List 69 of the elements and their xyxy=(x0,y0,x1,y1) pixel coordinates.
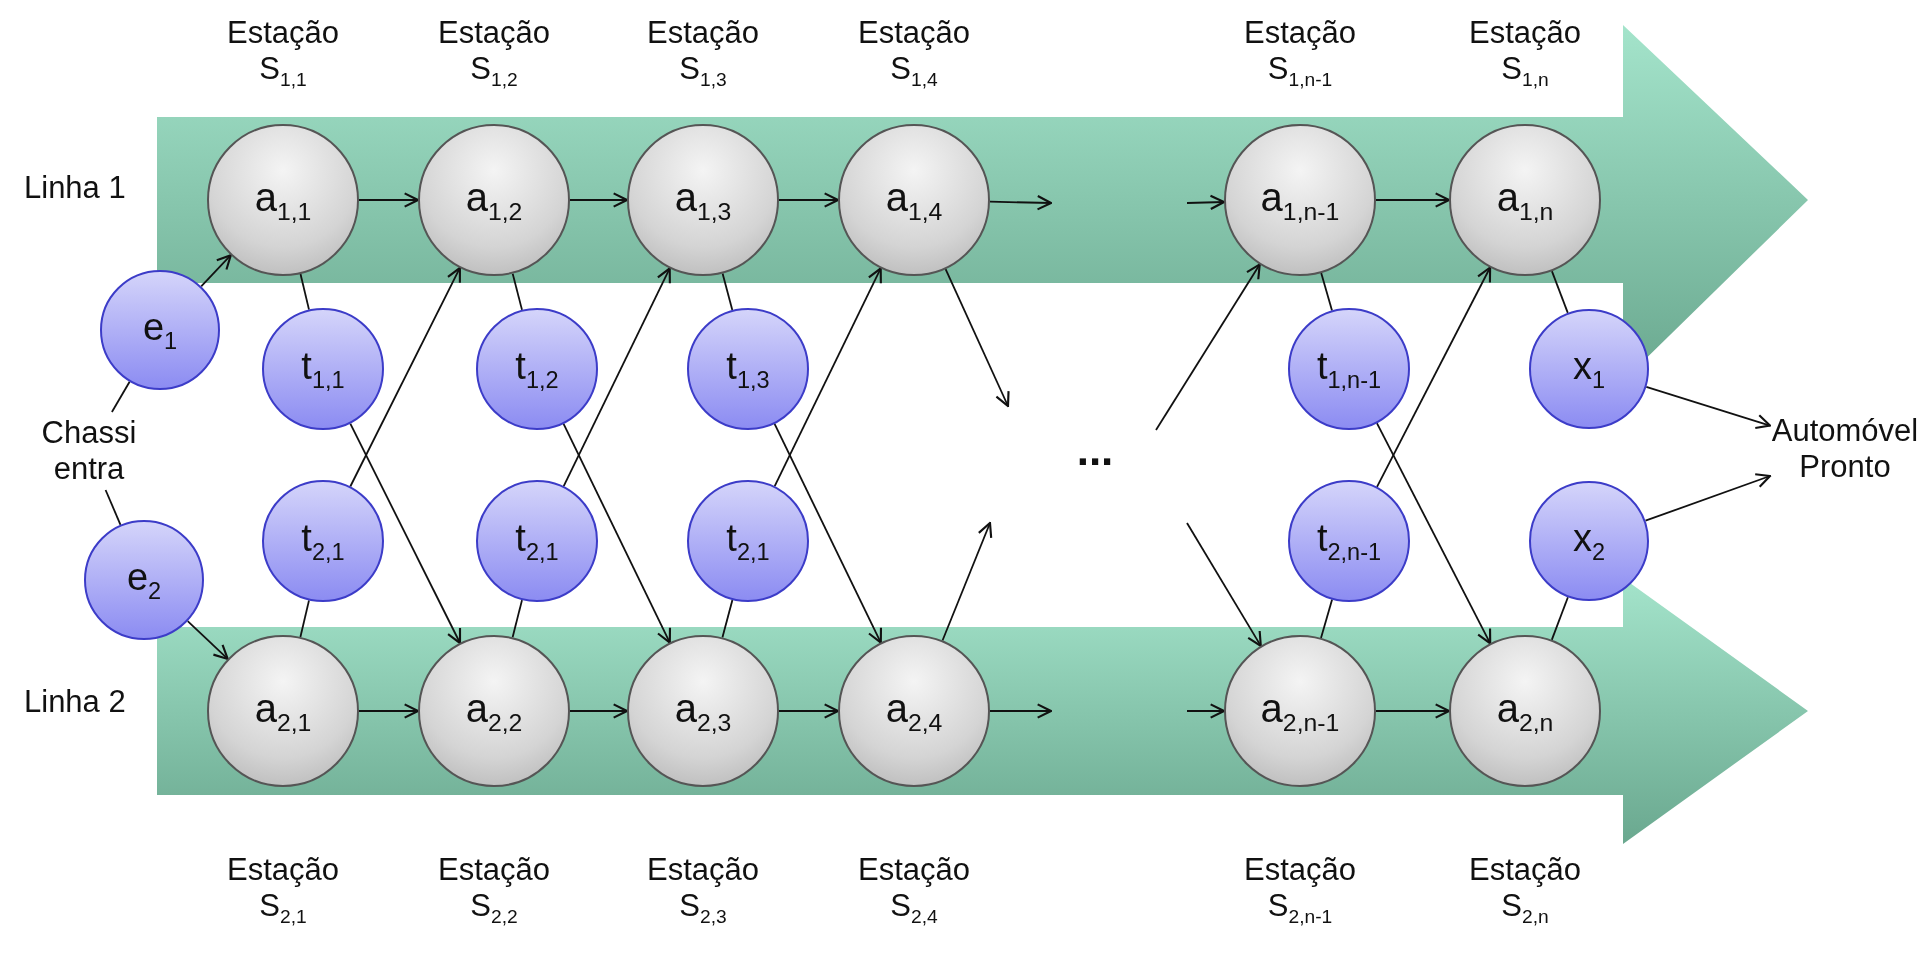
connector-line xyxy=(104,489,122,526)
arrow xyxy=(1376,422,1492,645)
arrow xyxy=(562,267,671,488)
arrow xyxy=(1186,703,1226,719)
transfer-circle: t$_{2,1}$ xyxy=(262,480,384,602)
station-label: Estação S$_{2,4}$ xyxy=(857,852,971,928)
arrow xyxy=(1644,473,1772,522)
arrow xyxy=(562,423,672,644)
arrow xyxy=(569,192,629,208)
station-label: Estação S$_{1,3}$ xyxy=(646,15,760,91)
transfer-circle: t$_{2,1}$ xyxy=(476,480,598,602)
transfer-circle: t$_{1,n-1}$ xyxy=(1288,308,1410,430)
arrow xyxy=(773,267,882,488)
connector-line xyxy=(1320,272,1333,312)
arrow xyxy=(773,423,883,644)
arrow xyxy=(1375,192,1451,208)
connector-line xyxy=(511,599,523,639)
arrow xyxy=(1376,266,1492,488)
connector-line xyxy=(1551,270,1569,314)
arrow xyxy=(358,703,420,719)
arrow xyxy=(349,266,461,488)
connector-line xyxy=(721,272,734,311)
arrow xyxy=(358,192,420,208)
arrow xyxy=(1186,194,1226,211)
arrow xyxy=(989,195,1053,211)
arrow xyxy=(200,254,232,288)
exit-circle: x$_{1}$ xyxy=(1529,309,1649,429)
station-label: Estação S$_{1,2}$ xyxy=(437,15,551,91)
station-label: Estação S$_{2,2}$ xyxy=(437,852,551,928)
connector-line xyxy=(299,273,310,311)
station-label: Estação S$_{1,1}$ xyxy=(226,15,340,91)
entry-circle: e$_{1}$ xyxy=(100,270,220,390)
arrow xyxy=(989,703,1053,719)
arrow xyxy=(186,620,229,660)
transfer-circle: t$_{1,2}$ xyxy=(476,308,598,430)
arrow xyxy=(1155,263,1261,431)
transfer-circle: t$_{2,1}$ xyxy=(687,480,809,602)
transfer-circle: t$_{2,n-1}$ xyxy=(1288,480,1410,602)
transfer-circle: t$_{1,3}$ xyxy=(687,308,809,430)
entry-circle: e$_{2}$ xyxy=(84,520,204,640)
arrow xyxy=(349,422,462,645)
arrow xyxy=(1645,386,1772,430)
station-label: Estação S$_{1,4}$ xyxy=(857,15,971,91)
station-label: Estação S$_{2,3}$ xyxy=(646,852,760,928)
line-label: Linha 2 xyxy=(24,684,127,720)
connector-line xyxy=(1550,596,1569,641)
arrow xyxy=(569,703,629,719)
station-label: Estação S$_{1,n}$ xyxy=(1468,15,1582,91)
station-label: Estação S$_{1,n-1}$ xyxy=(1243,15,1357,91)
arrow xyxy=(778,703,840,719)
connector-line xyxy=(1320,598,1333,639)
connector-line xyxy=(111,380,131,413)
station-label: Estação S$_{2,n-1}$ xyxy=(1243,852,1357,928)
arrow xyxy=(944,268,1010,408)
connector-line xyxy=(299,599,310,638)
arrow xyxy=(778,192,840,208)
transfer-circle: t$_{1,1}$ xyxy=(262,308,384,430)
arrow xyxy=(941,521,993,642)
station-label: Estação S$_{2,1}$ xyxy=(226,852,340,928)
connector-line xyxy=(511,272,523,311)
line-label: Linha 1 xyxy=(24,170,127,206)
connector-line xyxy=(721,599,734,639)
end-label: Automóvel Pronto xyxy=(1770,410,1920,488)
start-label: Chassi entra xyxy=(24,412,154,490)
station-label: Estação S$_{2,n}$ xyxy=(1468,852,1582,928)
exit-circle: x$_{2}$ xyxy=(1529,481,1649,601)
arrow xyxy=(1186,522,1262,647)
ellipsis-label: ... xyxy=(1075,425,1115,476)
arrow xyxy=(1375,703,1451,719)
